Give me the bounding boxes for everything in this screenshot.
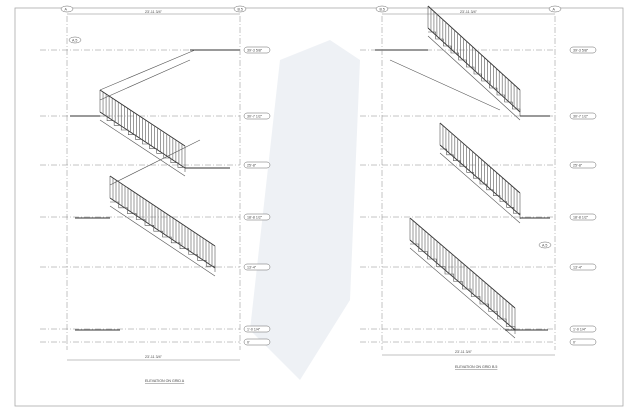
level-label-left: 25'-8": [247, 163, 257, 167]
stair-flights: [70, 5, 550, 339]
level-tag-left: [243, 46, 271, 54]
stringer-line: [99, 59, 191, 101]
grid-bubble-a5: [538, 241, 552, 249]
grid-label-a: A: [65, 7, 68, 11]
level-tag-right: [569, 325, 597, 333]
level-tag-right: [569, 263, 597, 271]
level-label-right: 30'-7 1/2": [573, 114, 589, 118]
level-tag-right: [569, 338, 597, 346]
stair-flight: [99, 89, 186, 177]
grid-label-a: A: [553, 7, 556, 11]
stair-flight: [427, 5, 521, 121]
stair-flight: [409, 217, 516, 339]
level-label-right: 1'-0 1/4": [573, 327, 587, 331]
stair-flight: [109, 175, 216, 277]
grid-bubble-a: [548, 5, 562, 13]
level-tag-right: [569, 213, 597, 221]
grid-bubble-a5: [68, 36, 82, 44]
watermark: [250, 40, 360, 380]
stringer-line: [389, 59, 501, 111]
grid-label-b5: B.5: [238, 7, 243, 11]
level-label-right: 39'-3 5/8": [573, 48, 589, 52]
bottom-dim-right: 23'-11 3/4": [455, 350, 473, 354]
level-tag-right: [569, 46, 597, 54]
handrail: [427, 5, 521, 91]
grid-label-a5: A.5: [72, 38, 77, 42]
level-tag-left: [243, 161, 271, 169]
right-elevation-title: ELEVATION ON GRID B.5: [455, 365, 497, 369]
grid-bubble-a: [60, 5, 74, 13]
stringer-line: [109, 139, 201, 186]
level-tag-left: [243, 213, 271, 221]
handrail: [439, 122, 521, 194]
handrail: [109, 175, 216, 247]
grid-label-b5: B.5: [380, 7, 385, 11]
overall-dim-right: 23'-11 3/4": [460, 10, 478, 14]
level-label-left: 1'-0 1/4": [247, 327, 261, 331]
overall-dim-left: 23'-11 3/4": [145, 10, 163, 14]
level-tag-left: [243, 263, 271, 271]
bottom-dim-left: 23'-11 3/4": [145, 355, 163, 359]
stringer-line: [99, 49, 196, 91]
level-label-right: 25'-8": [573, 163, 583, 167]
grid-label-a5: A.5: [542, 243, 547, 247]
level-label-left: 13'-4": [247, 265, 257, 269]
level-label-right: 0': [573, 340, 576, 344]
stair-flight: [439, 122, 521, 224]
level-tag-left: [243, 325, 271, 333]
level-tag-right: [569, 112, 597, 120]
left-elevation-title: ELEVATION ON GRID A: [145, 379, 185, 383]
grid-bubble-b5: [233, 5, 247, 13]
level-label-right: 18'-8 1/2": [573, 215, 589, 219]
level-label-left: 30'-7 1/2": [247, 114, 263, 118]
level-label-left: 39'-3 5/8": [247, 48, 263, 52]
level-tag-left: [243, 112, 271, 120]
level-label-right: 13'-4": [573, 265, 583, 269]
level-label-left: 0': [247, 340, 250, 344]
level-tag-left: [243, 338, 271, 346]
handrail: [409, 217, 516, 309]
level-tag-right: [569, 161, 597, 169]
sheet-border: [14, 7, 624, 407]
grid-bubble-b5: [375, 5, 389, 13]
level-label-left: 18'-8 1/2": [247, 215, 263, 219]
